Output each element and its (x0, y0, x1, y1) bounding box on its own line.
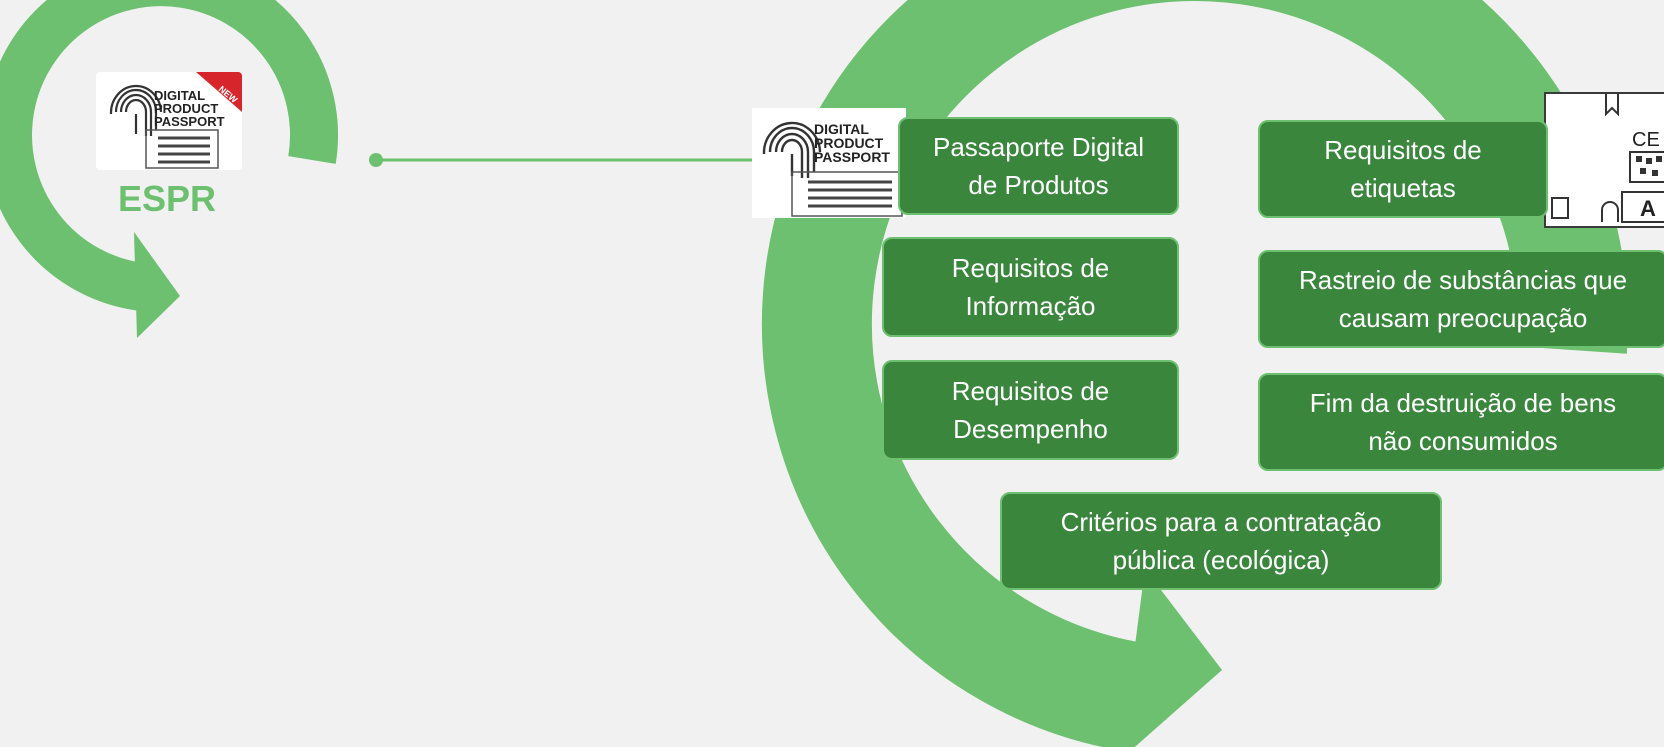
passport-large-line2: PRODUCT (814, 135, 884, 151)
passport-icon-small: DIGITAL PRODUCT PASSPORT NEW (96, 72, 242, 170)
energy-label-icon: CE A (1544, 92, 1664, 228)
passport-large-line1: DIGITAL (814, 121, 869, 137)
passport-icon-large: DIGITAL PRODUCT PASSPORT (752, 108, 906, 218)
large-cycle-arrow (761, 0, 1628, 747)
connector-dot (369, 153, 383, 167)
small-arrow-head (134, 232, 180, 338)
passport-large-line3: PASSPORT (814, 149, 890, 165)
passport-small-line3: PASSPORT (154, 114, 225, 129)
ce-mark: CE (1632, 129, 1660, 151)
espr-title: ESPR (118, 178, 217, 219)
small-cycle-arrow (0, 0, 338, 311)
energy-class: A (1640, 196, 1656, 221)
passport-small-line1: DIGITAL (154, 88, 205, 103)
large-arrow-head (1121, 569, 1222, 747)
passport-small-line2: PRODUCT (154, 101, 218, 116)
